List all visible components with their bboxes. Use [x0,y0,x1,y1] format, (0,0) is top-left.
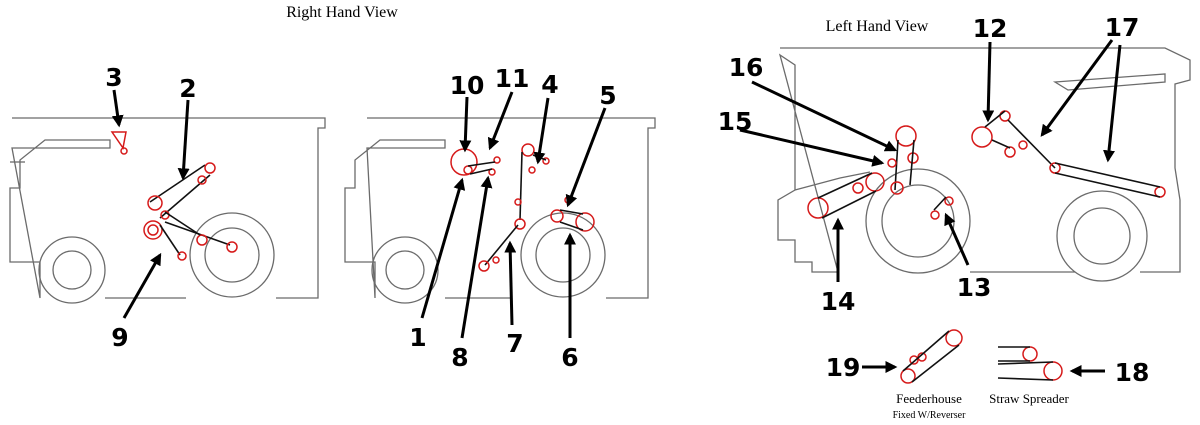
callout-19: 19 [826,353,861,382]
callout-numbers: 3 2 9 10 11 4 5 1 8 7 6 16 15 12 17 14 1… [105,13,1149,387]
feederhouse-belt [900,329,963,384]
belts-combine-1 [110,131,238,261]
straw-spreader-belt [997,346,1063,381]
straw-spreader-caption: Straw Spreader [989,391,1069,406]
callout-2: 2 [179,74,196,103]
callout-15: 15 [718,107,753,136]
callout-4: 4 [541,70,558,99]
right-view-title: Right Hand View [286,4,398,21]
callout-7: 7 [506,329,523,358]
combine-outline-1 [9,117,326,304]
callout-10: 10 [450,71,485,100]
callout-6: 6 [561,343,578,372]
callout-17: 17 [1105,13,1140,42]
callout-arrows [111,39,1122,377]
combine-outline-3 [777,47,1191,282]
callout-16: 16 [729,53,764,82]
callout-13: 13 [957,273,992,302]
belts-combine-3 [807,110,1166,220]
callout-14: 14 [821,287,856,316]
callout-3: 3 [105,63,122,92]
callout-11: 11 [495,64,530,93]
callout-12: 12 [973,14,1008,43]
callout-8: 8 [451,343,468,372]
callout-18: 18 [1115,358,1150,387]
callout-9: 9 [111,323,128,352]
left-view-title: Left Hand View [826,18,929,35]
callout-1: 1 [409,323,426,352]
feederhouse-caption: Feederhouse [896,391,962,406]
combine-outline-2 [344,117,656,304]
feederhouse-subcaption: Fixed W/Reverser [893,410,967,421]
callout-5: 5 [599,81,616,110]
belts-combine-2 [450,143,595,272]
